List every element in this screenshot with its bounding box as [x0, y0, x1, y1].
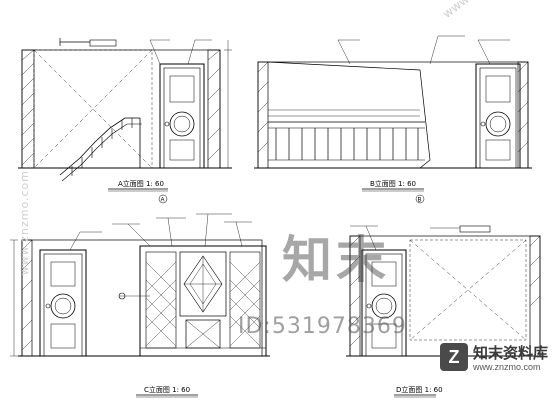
znzmo-logo-icon: Z	[440, 343, 468, 371]
elevation-d-caption: D立面图 1: 60	[396, 385, 443, 394]
elevation-a-caption: A立面图 1: 60	[118, 179, 164, 188]
watermark-url-vertical: www.znzmo.com	[18, 170, 31, 276]
elevation-b-bubble: B	[418, 198, 422, 204]
watermark-zhimo-large: 知末	[282, 231, 390, 289]
elevation-d: D立面图 1: 60	[346, 225, 544, 398]
elevation-b-caption: B立面图 1: 60	[370, 179, 416, 188]
znzmo-logo: Z 知末资料库 www.znzmo.com	[440, 340, 558, 378]
watermark-id-text: ID:531978369	[238, 314, 407, 339]
logo-name: 知末资料库	[473, 344, 549, 362]
elevation-c-caption: C立面图 1: 60	[144, 385, 190, 394]
elevation-c: C立面图 1: 60	[10, 213, 270, 398]
elevation-b: B立面图 1: 60 B	[254, 35, 532, 204]
elevation-a: A立面图 1: 60 A	[18, 38, 232, 204]
logo-url: www.znzmo.com	[473, 362, 541, 372]
elevation-a-bubble: A	[161, 198, 165, 204]
